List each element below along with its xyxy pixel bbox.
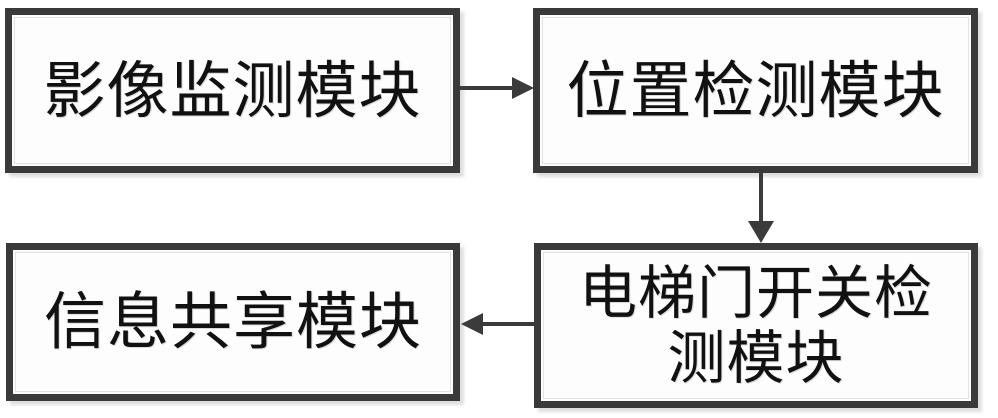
arrowhead-left-icon — [461, 313, 483, 335]
arrowhead-right-icon — [512, 77, 534, 99]
node-position-detect[interactable]: 位置检测模块 — [533, 8, 978, 173]
node-image-monitor-label: 影像监测模块 — [43, 53, 422, 127]
node-position-detect-label: 位置检测模块 — [566, 53, 945, 127]
arrow-shaft — [759, 171, 763, 225]
node-image-monitor[interactable]: 影像监测模块 — [5, 8, 460, 173]
arrow-shaft — [482, 322, 534, 326]
arrowhead-down-icon — [748, 221, 774, 243]
arrow-shaft — [460, 86, 516, 90]
node-info-share-label: 信息共享模块 — [43, 285, 422, 359]
node-info-share[interactable]: 信息共享模块 — [6, 243, 460, 401]
node-door-switch[interactable]: 电梯门开关检 测模块 — [534, 243, 978, 408]
node-door-switch-label: 电梯门开关检 测模块 — [578, 258, 933, 392]
